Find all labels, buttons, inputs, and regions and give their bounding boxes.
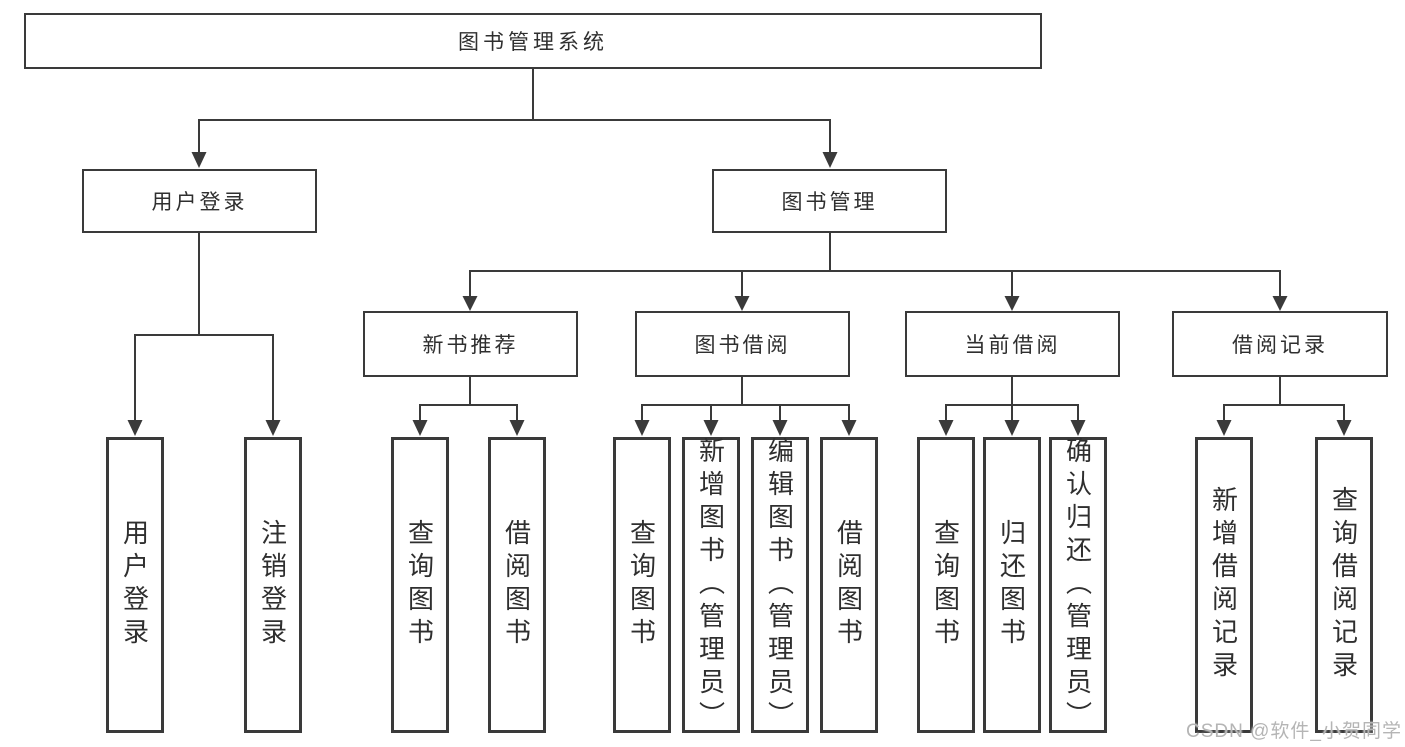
node-label: 图书管理系统 — [458, 31, 608, 54]
node-book-borrowing: 图书借阅 — [635, 311, 850, 377]
leaf-return-books: 归还图书 — [983, 437, 1041, 733]
node-borrow-records: 借阅记录 — [1172, 311, 1388, 377]
leaf-query-borrow-record: 查询借阅记录 — [1315, 437, 1373, 733]
node-label: 新增借阅记录 — [1208, 486, 1239, 684]
leaf-confirm-return-admin: 确认归还（管理员） — [1049, 436, 1107, 734]
leaf-query-books-1: 查询图书 — [391, 437, 449, 733]
node-current-borrowing: 当前借阅 — [905, 311, 1120, 377]
connectors — [127, 69, 1352, 436]
node-label: 查询图书 — [404, 519, 435, 651]
node-label: 归还图书 — [996, 519, 1027, 651]
leaf-add-borrow-record: 新增借阅记录 — [1195, 437, 1253, 733]
watermark-csdn: CSDN @软件_小贺同学 — [1186, 721, 1402, 742]
leaf-query-books-2: 查询图书 — [613, 437, 671, 733]
leaf-add-books-admin: 新增图书（管理员） — [682, 436, 740, 734]
node-label: 注销登录 — [257, 519, 288, 651]
node-user-login: 用户登录 — [82, 169, 317, 233]
leaf-logout: 注销登录 — [244, 437, 302, 733]
node-library-system: 图书管理系统 — [24, 13, 1042, 69]
leaf-borrow-books-2: 借阅图书 — [820, 437, 878, 733]
leaf-query-books-3: 查询图书 — [917, 437, 975, 733]
leaf-edit-books-admin: 编辑图书（管理员） — [751, 436, 809, 734]
node-label: 用户登录 — [119, 519, 150, 651]
node-label: 借阅图书 — [501, 519, 532, 651]
node-new-book-recommend: 新书推荐 — [363, 311, 578, 377]
node-label: 查询借阅记录 — [1328, 486, 1359, 684]
node-label: 编辑图书（管理员） — [764, 436, 795, 734]
node-book-management: 图书管理 — [712, 169, 947, 233]
leaf-borrow-books-1: 借阅图书 — [488, 437, 546, 733]
node-label: 查询图书 — [626, 519, 657, 651]
node-label: 新增图书（管理员） — [695, 436, 726, 734]
node-label: 新书推荐 — [422, 334, 519, 357]
node-label: 当前借阅 — [964, 334, 1061, 357]
node-label: 借阅图书 — [833, 519, 864, 651]
node-label: 用户登录 — [151, 191, 248, 214]
leaf-user-login: 用户登录 — [106, 437, 164, 733]
node-label: 确认归还（管理员） — [1062, 436, 1093, 734]
node-label: 借阅记录 — [1232, 334, 1328, 357]
node-label: 图书借阅 — [694, 334, 791, 357]
node-label: 图书管理 — [781, 191, 878, 214]
node-label: 查询图书 — [930, 519, 961, 651]
